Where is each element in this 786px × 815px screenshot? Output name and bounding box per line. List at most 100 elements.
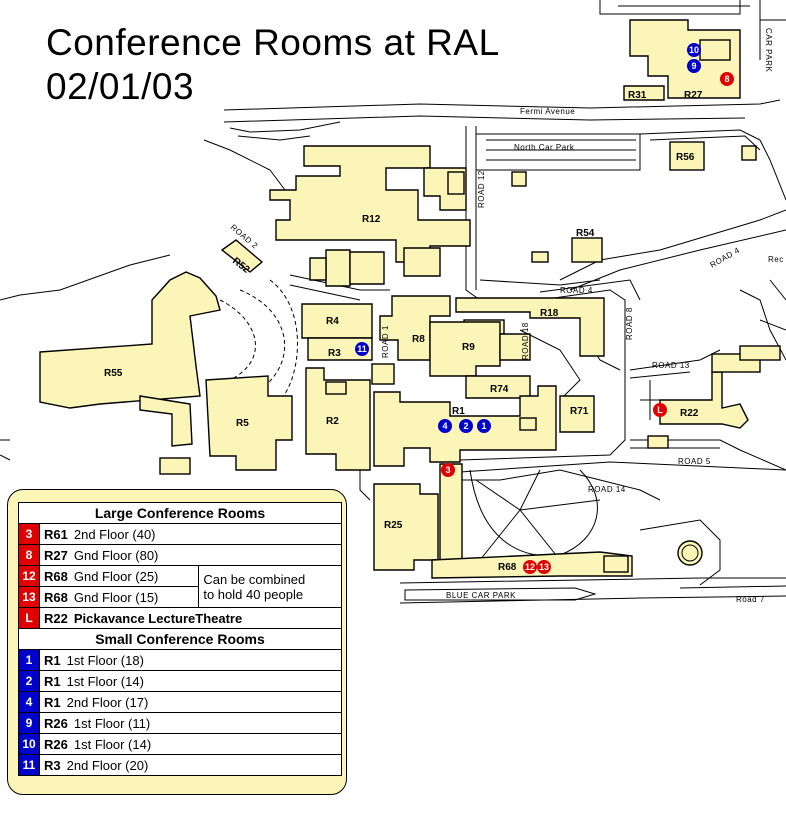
building-r31 bbox=[623, 85, 665, 101]
legend-marker: 11 bbox=[18, 754, 40, 776]
label-road-1: ROAD 1 bbox=[381, 325, 390, 358]
svg-text:9: 9 bbox=[691, 61, 696, 71]
label-r56: R56 bbox=[676, 152, 695, 163]
label-r1: R1 bbox=[452, 406, 465, 417]
svg-text:4: 4 bbox=[442, 421, 447, 431]
road-network bbox=[0, 0, 786, 604]
label-road-12: ROAD 12 bbox=[477, 170, 486, 208]
legend-marker: L bbox=[18, 607, 40, 629]
building-r52 bbox=[220, 239, 264, 273]
building-r71 bbox=[559, 395, 595, 433]
label-road-13: ROAD 13 bbox=[652, 361, 690, 370]
legend-marker: 3 bbox=[18, 523, 40, 545]
label-car-park: CAR PARK bbox=[764, 28, 773, 72]
marker-13[interactable]: 13 bbox=[537, 560, 551, 574]
building-r5 bbox=[205, 375, 293, 471]
marker-l[interactable]: L bbox=[653, 403, 667, 417]
label-r25: R25 bbox=[384, 520, 403, 531]
label-r12: R12 bbox=[362, 214, 381, 225]
svg-text:11: 11 bbox=[357, 344, 367, 354]
label-r8: R8 bbox=[412, 334, 425, 345]
marker-1[interactable]: 1 bbox=[477, 419, 491, 433]
small-rooms-heading: Small Conference Rooms bbox=[18, 628, 342, 650]
svg-text:13: 13 bbox=[539, 562, 549, 572]
room-markers: 10 9 8 11 4 2 1 3 L 12 13 bbox=[355, 43, 734, 574]
svg-text:3: 3 bbox=[445, 465, 450, 475]
building-r3 bbox=[307, 337, 373, 361]
buildings bbox=[39, 19, 781, 579]
svg-text:12: 12 bbox=[525, 562, 535, 572]
label-r2: R2 bbox=[326, 416, 339, 427]
building-r56 bbox=[669, 141, 705, 171]
legend-marker: 12 bbox=[18, 565, 40, 587]
legend-marker: 10 bbox=[18, 733, 40, 755]
label-road-7: Road 7 bbox=[736, 595, 765, 604]
marker-12[interactable]: 12 bbox=[523, 560, 537, 574]
svg-text:L: L bbox=[657, 405, 663, 415]
marker-9[interactable]: 9 bbox=[687, 59, 701, 73]
svg-text:1: 1 bbox=[481, 421, 486, 431]
marker-4[interactable]: 4 bbox=[438, 419, 452, 433]
building-r8 bbox=[379, 295, 451, 361]
label-road-4b: ROAD 4 bbox=[560, 286, 593, 295]
building-labels: R27 R31 R56 R12 R54 R52 R18 R4 R3 R8 R9 … bbox=[104, 90, 703, 573]
label-road-8: ROAD 8 bbox=[625, 307, 634, 340]
label-r3: R3 bbox=[328, 348, 341, 359]
label-blue-car-park: BLUE CAR PARK bbox=[446, 591, 516, 600]
marker-11[interactable]: 11 bbox=[355, 342, 369, 356]
marker-10[interactable]: 10 bbox=[687, 43, 701, 57]
svg-text:2: 2 bbox=[463, 421, 468, 431]
label-r27: R27 bbox=[684, 90, 703, 101]
label-north-car-park: North Car Park bbox=[514, 143, 575, 152]
legend-marker: 9 bbox=[18, 712, 40, 734]
marker-3[interactable]: 3 bbox=[441, 463, 455, 477]
building-r55 bbox=[39, 271, 221, 409]
page-date: 02/01/03 bbox=[46, 66, 195, 107]
large-rooms-heading: Large Conference Rooms bbox=[18, 502, 342, 524]
label-r68: R68 bbox=[498, 562, 517, 573]
building-r18 bbox=[455, 297, 605, 357]
building-r12 bbox=[269, 145, 471, 263]
marker-8[interactable]: 8 bbox=[720, 72, 734, 86]
label-r74: R74 bbox=[490, 384, 509, 395]
legend-header-large: Large Conference Rooms bbox=[18, 502, 342, 524]
building-r54 bbox=[571, 237, 603, 263]
building-r2 bbox=[305, 367, 371, 471]
building-r9 bbox=[429, 321, 501, 377]
legend-marker: 1 bbox=[18, 649, 40, 671]
legend-marker: 4 bbox=[18, 691, 40, 713]
label-road-4: ROAD 4 bbox=[709, 246, 742, 270]
label-r31: R31 bbox=[628, 90, 647, 101]
marker-2[interactable]: 2 bbox=[459, 419, 473, 433]
label-fermi-avenue: Fermi Avenue bbox=[520, 107, 575, 116]
legend-marker: 13 bbox=[18, 586, 40, 608]
label-r18: R18 bbox=[540, 308, 559, 319]
legend-marker: 2 bbox=[18, 670, 40, 692]
legend-marker: 8 bbox=[18, 544, 40, 566]
label-road-5: ROAD 5 bbox=[678, 457, 711, 466]
